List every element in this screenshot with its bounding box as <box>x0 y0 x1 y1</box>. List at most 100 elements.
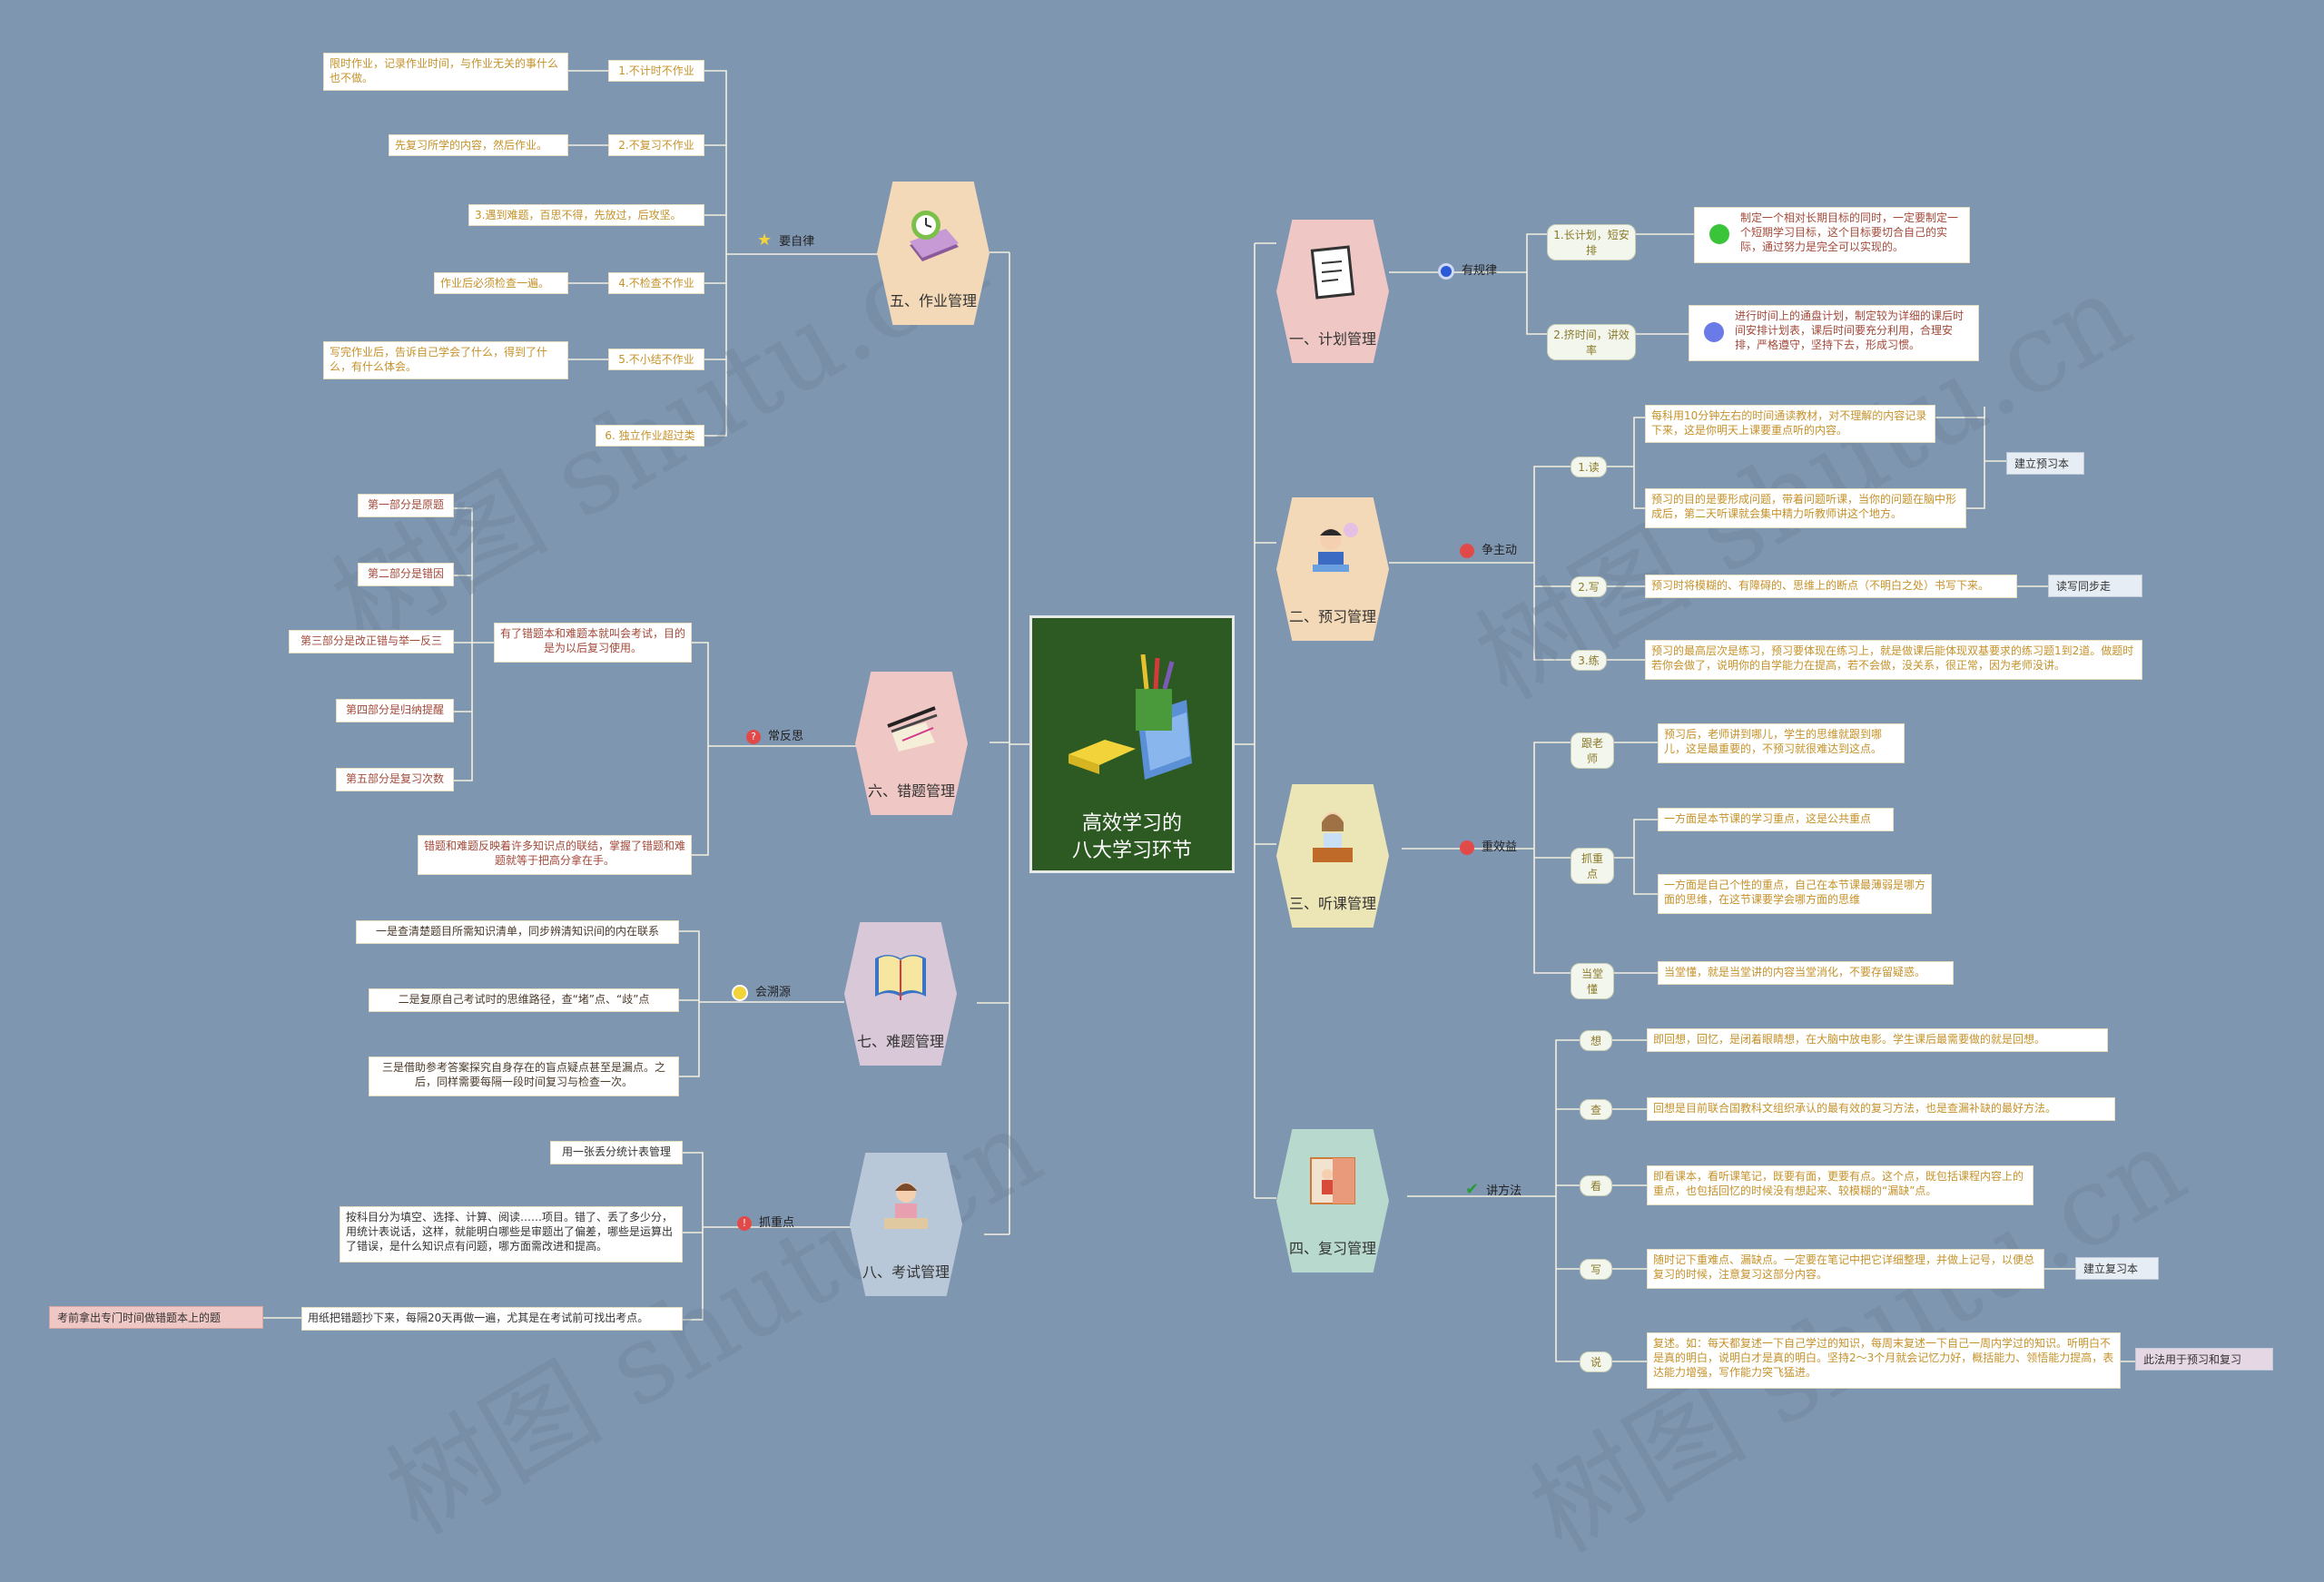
branch-label: 七、难题管理 <box>856 1033 944 1050</box>
b6-main: 有了错题本和难题本就叫会考试，目的是为以后复习使用。 <box>494 623 692 663</box>
b5-detail: 限时作业，记录作业时间，与作业无关的事什么也不做。 <box>323 53 568 91</box>
b5-sub-label[interactable]: 4.不检查不作业 <box>608 272 704 294</box>
b2-sub-label[interactable]: 3.练 <box>1571 650 1607 671</box>
tag-reflection: ?常反思 <box>746 726 803 744</box>
star-icon: ★ <box>757 231 773 250</box>
b3-sub-label[interactable]: 抓重点 <box>1571 848 1614 884</box>
b2-note: 读写同步走 <box>2048 575 2142 597</box>
pens-paper-icon <box>887 706 938 752</box>
notepad-icon <box>1310 245 1355 300</box>
b1-sub-label[interactable]: 1.长计划，短安排 <box>1547 224 1636 260</box>
teacher-icon <box>1313 812 1353 862</box>
b6-part: 第四部分是归纳提醒 <box>336 699 454 722</box>
b5-sub-label[interactable]: 1.不计时不作业 <box>608 60 704 82</box>
b5-sub-label[interactable]: 2.不复习不作业 <box>608 134 704 156</box>
b6-part: 第三部分是改正错与举一反三 <box>289 630 454 653</box>
branch-exam-management[interactable]: 八、考试管理 <box>850 1153 962 1296</box>
student-writing-icon <box>884 1183 928 1229</box>
b4-write-detail: 随时记下重难点、漏缺点。一定要在笔记中把它详细整理，并做上记号，以便总复习的时候… <box>1647 1249 2044 1289</box>
b2-note: 建立预习本 <box>2006 452 2084 475</box>
branch-plan-management[interactable]: 一、计划管理 <box>1276 220 1389 363</box>
branch-homework-management[interactable]: 五、作业管理 <box>877 182 990 325</box>
b8-note: 考前拿出专门时间做错题本上的题 <box>49 1306 263 1329</box>
branch-review-management[interactable]: 四、复习管理 <box>1276 1129 1389 1272</box>
thumbs-up-icon <box>1460 840 1474 855</box>
b6-part: 第一部分是原题 <box>358 494 454 517</box>
tag-efficiency: 重效益 <box>1460 837 1517 855</box>
b7-item: 二是复原自己考试时的思维路径，查“堵”点、“歧”点 <box>369 988 679 1012</box>
b6-part: 第五部分是复习次数 <box>336 768 454 791</box>
checkmark-icon: ✔ <box>1465 1180 1480 1199</box>
b3-follow-detail: 预习后，老师讲到哪儿，学生的思维就跟到哪儿，这是最重要的，不预习就很难达到这点。 <box>1658 723 1905 763</box>
b2-read-detail-1: 每科用10分钟左右的时间通读教材，对不理解的内容记录下来，这是你明天上课要重点听… <box>1645 405 1935 443</box>
stationery-icon <box>1068 654 1192 780</box>
b2-sub-label[interactable]: 1.读 <box>1571 457 1607 477</box>
b5-detail: 先复习所学的内容，然后作业。 <box>389 134 568 156</box>
b4-retell-detail: 复述。如：每天都复述一下自己学过的知识，每周末复述一下自己一周内学过的知识。听明… <box>1647 1332 2121 1389</box>
branch-label: 六、错题管理 <box>867 782 955 800</box>
b2-sub-label[interactable]: 2.写 <box>1571 576 1607 597</box>
open-book-icon <box>875 955 926 1000</box>
tag-proactive: 争主动 <box>1460 540 1517 558</box>
branch-difficult-problem-management[interactable]: 七、难题管理 <box>844 922 957 1066</box>
b5-sub-label[interactable]: 3.遇到难题，百思不得，先放过，后攻坚。 <box>468 204 704 226</box>
branch-label: 三、听课管理 <box>1288 895 1376 912</box>
b3-focus-detail-2: 一方面是自己个性的重点，自己在本节课最薄弱是哪方面的思维，在这节课要学会哪方面的… <box>1658 874 1932 914</box>
alarm-clock-books-icon <box>910 211 959 261</box>
connector-lines <box>263 70 2135 1362</box>
b8-item: 用一张丢分统计表管理 <box>550 1141 683 1164</box>
b2-write-detail: 预习时将模糊的、有障碍的、思维上的断点（不明白之处）书写下来。 <box>1645 575 2017 598</box>
b3-focus-detail-1: 一方面是本节课的学习重点，这是公共重点 <box>1658 808 1894 831</box>
branch-lecture-management[interactable]: 三、听课管理 <box>1276 784 1389 928</box>
b7-item: 一是查清楚题目所需知识清单，同步辨清知识间的内在联系 <box>356 920 679 944</box>
tag-method: ✔讲方法 <box>1465 1180 1522 1199</box>
b1-detail: 进行时间上的通盘计划，制定较为详细的课后时间安排计划表，课后时间要充分利用，合理… <box>1689 305 1979 361</box>
b5-sub-label[interactable]: 5.不小结不作业 <box>608 349 704 370</box>
blue-dot-icon <box>1704 322 1724 342</box>
b4-note: 建立复习本 <box>2075 1257 2159 1280</box>
b4-sub-label[interactable]: 说 <box>1580 1351 1612 1372</box>
b8-item: 用纸把错题抄下来，每隔20天再做一遍，尤其是在考试前可找出考点。 <box>301 1307 683 1331</box>
b4-note: 此法用于预习和复习 <box>2135 1348 2273 1371</box>
b3-sub-label[interactable]: 当堂懂 <box>1571 963 1614 999</box>
b2-practice-detail: 预习的最高层次是练习，预习要体现在练习上，就是做课后能体现双基要求的练习题1到2… <box>1645 640 2142 680</box>
b4-sub-label[interactable]: 查 <box>1580 1099 1612 1120</box>
center-node[interactable]: 高效学习的 八大学习环节 <box>1029 615 1235 873</box>
b7-item: 三是借助参考答案探究自身存在的盲点疑点甚至是漏点。之后，同样需要每隔一段时间复习… <box>369 1056 679 1096</box>
b5-detail: 作业后必须检查一遍。 <box>434 272 568 294</box>
tag-key-points: !抓重点 <box>737 1213 794 1231</box>
center-title-line1: 高效学习的 <box>1081 812 1182 835</box>
b4-sub-label[interactable]: 看 <box>1580 1175 1612 1196</box>
tag-self-discipline: ★要自律 <box>757 231 815 250</box>
b1-sub-label[interactable]: 2.挤时间，讲效率 <box>1547 324 1636 360</box>
b6-main: 错题和难题反映着许多知识点的联结，掌握了错题和难题就等于把高分拿在手。 <box>418 835 692 875</box>
branch-label: 四、复习管理 <box>1288 1240 1376 1257</box>
tag-trace-source: 会溯源 <box>732 982 791 1001</box>
b4-look-detail: 即看课本，看听课笔记，既要有面，更要有点。这个点，既包括课程内容上的重点，也包括… <box>1647 1165 2034 1205</box>
branch-mistake-management[interactable]: 六、错题管理 <box>855 672 968 815</box>
b1-detail: 制定一个相对长期目标的同时，一定要制定一个短期学习目标，这个目标要切合自己的实际… <box>1694 207 1970 263</box>
exclamation-icon: ! <box>737 1215 752 1231</box>
center-title-line2: 八大学习环节 <box>1071 840 1192 862</box>
b6-part: 第二部分是错因 <box>358 563 454 586</box>
branch-label: 八、考试管理 <box>862 1263 950 1281</box>
b8-item: 按科目分为填空、选择、计算、阅读……项目。错了、丢了多少分，用统计表说话，这样，… <box>340 1206 683 1263</box>
b3-understand-detail: 当堂懂，就是当堂讲的内容当堂消化，不要存留疑惑。 <box>1658 961 1954 985</box>
b5-sub-label[interactable]: 6. 独立作业超过类 <box>596 425 704 447</box>
student-reading-icon <box>1313 523 1358 572</box>
branch-preview-management[interactable]: 二、预习管理 <box>1276 497 1389 641</box>
b4-check-detail: 回想是目前联合国教科文组织承认的最有效的复习方法，也是查漏补缺的最好方法。 <box>1647 1097 2115 1121</box>
b3-sub-label[interactable]: 跟老师 <box>1571 732 1614 769</box>
study-book-icon <box>1310 1157 1355 1204</box>
b4-sub-label[interactable]: 想 <box>1580 1030 1612 1051</box>
branch-label: 一、计划管理 <box>1288 330 1376 348</box>
b4-sub-label[interactable]: 写 <box>1580 1259 1612 1280</box>
b2-read-detail-2: 预习的目的是要形成问题，带着问题听课，当你的问题在脑中形成后，第二天听课就会集中… <box>1645 488 1966 528</box>
tag-regular: 有规律 <box>1438 260 1497 280</box>
b5-detail: 写完作业后，告诉自己学会了什么，得到了什么，有什么体会。 <box>323 341 568 379</box>
b4-recall-detail: 即回想，回忆，是闭着眼睛想，在大脑中放电影。学生课后最需要做的就是回想。 <box>1647 1028 2108 1052</box>
circle-icon <box>1438 262 1454 280</box>
question-icon: ? <box>746 729 761 744</box>
record-icon <box>1460 543 1474 558</box>
branch-label: 五、作业管理 <box>889 292 977 310</box>
